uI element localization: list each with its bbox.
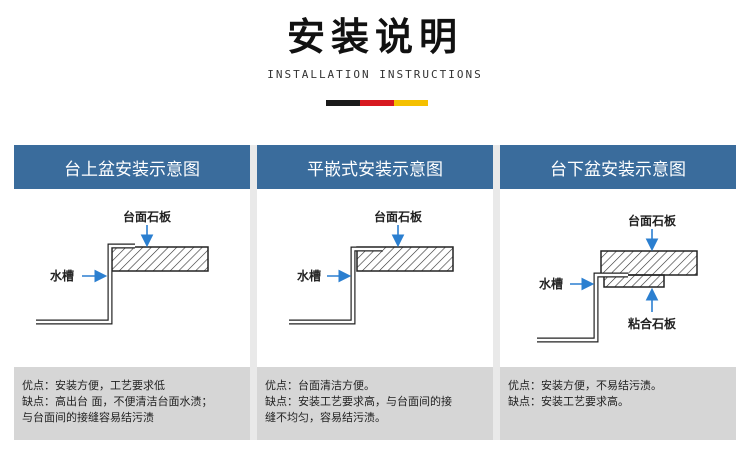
- label-countertop: 台面石板: [374, 209, 423, 224]
- diagram-under-mount: 台面石板 水槽 粘合石板: [500, 189, 736, 367]
- panel-title: 平嵌式安装示意图: [257, 145, 493, 189]
- diagram-top-mount: 台面石板 水槽: [14, 189, 250, 367]
- note-line: 缝不均匀，容易结污渍。: [265, 411, 386, 424]
- note-line: 缺点：安装工艺要求高。: [508, 395, 629, 408]
- label-countertop: 台面石板: [628, 213, 677, 228]
- diagram-svg: 台面石板 水槽: [36, 209, 209, 325]
- flag-stripe: [326, 100, 428, 106]
- page-title: 安装说明: [286, 15, 463, 59]
- label-countertop: 台面石板: [123, 209, 172, 224]
- note-line: 优点：安装方便，不易结污渍。: [508, 379, 662, 392]
- flag-black: [326, 100, 360, 106]
- bonding-slab: [603, 274, 665, 288]
- panels-container: 台上盆安装示意图 台面石板 水槽: [14, 145, 736, 440]
- diagram-svg: 台面石板 水槽 粘合石板: [537, 213, 698, 343]
- panel-title: 台下盆安装示意图: [500, 145, 736, 189]
- label-bonding-slab: 粘合石板: [628, 316, 677, 331]
- note-line: 优点：安装方便，工艺要求低: [22, 379, 165, 392]
- panel-title: 台上盆安装示意图: [14, 145, 250, 189]
- note-line: 与台面间的接缝容易结污渍: [22, 411, 154, 424]
- diagram-svg: 台面石板 水槽: [289, 209, 454, 325]
- label-sink: 水槽: [297, 268, 321, 283]
- flag-gold: [394, 100, 428, 106]
- note-box: 优点：安装方便，工艺要求低 缺点：高出台 面，不便清洁台面水渍； 与台面间的接缝…: [14, 367, 250, 440]
- countertop-slab: [111, 246, 209, 272]
- countertop-slab: [600, 250, 698, 276]
- page-subtitle: INSTALLATION INSTRUCTIONS: [267, 68, 483, 81]
- diagram-flush-mount: 台面石板 水槽: [257, 189, 493, 367]
- note-line: 缺点：高出台 面，不便清洁台面水渍；: [22, 395, 213, 408]
- panel-flush-mount: 平嵌式安装示意图 台面石板 水槽: [257, 145, 493, 440]
- flag-red: [360, 100, 394, 106]
- panel-under-mount: 台下盆安装示意图 台面石板 水槽: [500, 145, 736, 440]
- note-line: 缺点：安装工艺要求高，与台面间的接: [265, 395, 452, 408]
- note-box: 优点：台面清洁方便。 缺点：安装工艺要求高，与台面间的接 缝不均匀，容易结污渍。: [257, 367, 493, 440]
- panel-top-mount: 台上盆安装示意图 台面石板 水槽: [14, 145, 250, 440]
- note-line: 优点：台面清洁方便。: [265, 379, 375, 392]
- label-sink: 水槽: [539, 276, 563, 291]
- note-box: 优点：安装方便，不易结污渍。 缺点：安装工艺要求高。: [500, 367, 736, 440]
- label-sink: 水槽: [50, 268, 74, 283]
